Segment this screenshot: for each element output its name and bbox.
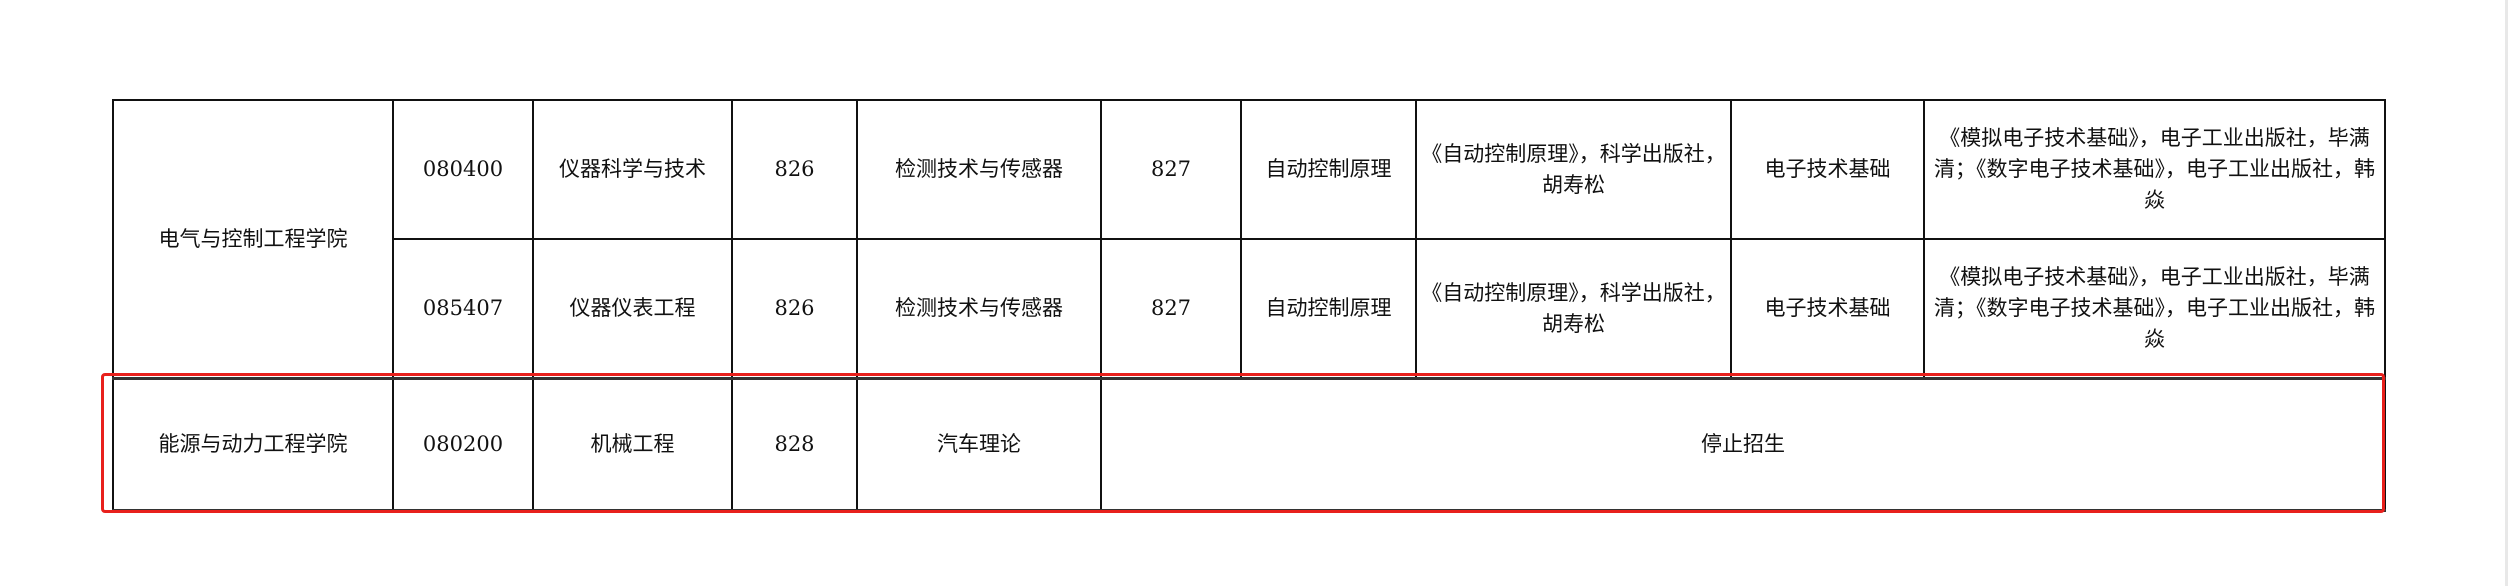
retest-books-cell: 《模拟电子技术基础》，电子工业出版社，毕满清；《数字电子技术基础》，电子工业出版… bbox=[1923, 99, 2386, 240]
exam1-code-cell: 828 bbox=[731, 377, 858, 512]
major-name-cell: 仪器科学与技术 bbox=[532, 99, 733, 240]
table-row: 电气与控制工程学院 080400 仪器科学与技术 826 检测技术与传感器 82… bbox=[112, 99, 2386, 380]
major-name-cell: 仪器仪表工程 bbox=[532, 238, 733, 380]
major-code-cell: 080200 bbox=[392, 377, 534, 512]
admissions-table: 电气与控制工程学院 080400 仪器科学与技术 826 检测技术与传感器 82… bbox=[112, 99, 2386, 512]
college-cell: 能源与动力工程学院 bbox=[112, 377, 394, 512]
exam1-code-cell: 826 bbox=[731, 99, 858, 240]
major-name-cell: 机械工程 bbox=[532, 377, 733, 512]
table-row: 085407 仪器仪表工程 826 检测技术与传感器 827 自动控制原理 《自… bbox=[113, 238, 2386, 380]
exam2-book-cell: 《自动控制原理》，科学出版社，胡寿松 bbox=[1415, 238, 1732, 380]
major-code-cell: 085407 bbox=[392, 238, 534, 380]
exam1-name-cell: 汽车理论 bbox=[856, 377, 1102, 512]
exam2-book-cell: 《自动控制原理》，科学出版社，胡寿松 bbox=[1415, 99, 1732, 240]
exam1-code-cell: 826 bbox=[731, 238, 858, 380]
retest-subject-cell: 电子技术基础 bbox=[1730, 99, 1925, 240]
table-row-highlighted: 能源与动力工程学院 080200 机械工程 828 汽车理论 停止招生 bbox=[112, 377, 2386, 512]
major-code-cell: 080400 bbox=[392, 99, 534, 240]
exam2-code-cell: 827 bbox=[1100, 238, 1242, 380]
exam1-name-cell: 检测技术与传感器 bbox=[856, 99, 1102, 240]
exam1-name-cell: 检测技术与传感器 bbox=[856, 238, 1102, 380]
exam2-code-cell: 827 bbox=[1100, 99, 1242, 240]
status-cell: 停止招生 bbox=[1100, 377, 2386, 512]
retest-subject-cell: 电子技术基础 bbox=[1730, 238, 1925, 380]
exam2-name-cell: 自动控制原理 bbox=[1240, 99, 1417, 240]
scrollbar[interactable] bbox=[2505, 0, 2508, 586]
retest-books-cell: 《模拟电子技术基础》，电子工业出版社，毕满清；《数字电子技术基础》，电子工业出版… bbox=[1923, 238, 2386, 380]
college-cell: 电气与控制工程学院 bbox=[112, 99, 394, 380]
exam2-name-cell: 自动控制原理 bbox=[1240, 238, 1417, 380]
